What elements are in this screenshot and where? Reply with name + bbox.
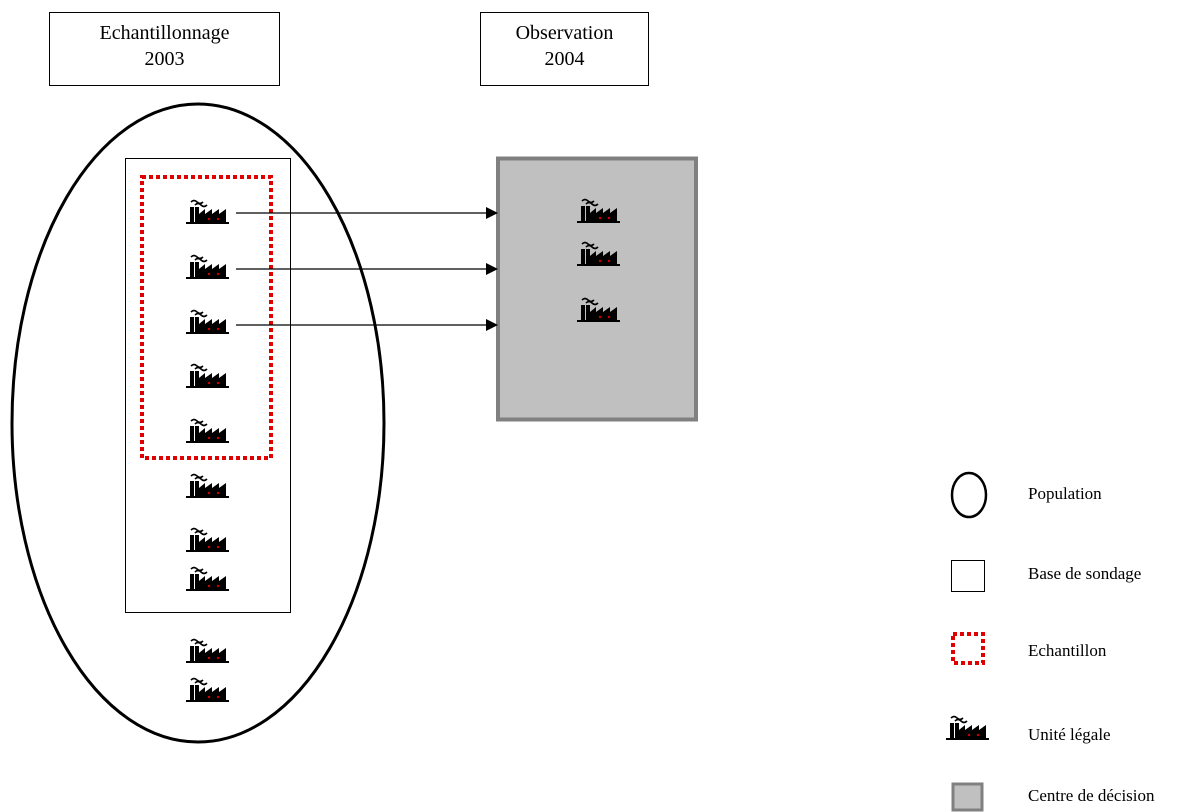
legal-unit-icon xyxy=(185,418,229,444)
legal-unit-icon xyxy=(185,638,229,664)
legal-unit-icon xyxy=(185,199,229,225)
header-observation-title: Observation xyxy=(515,22,614,44)
legal-unit-icon xyxy=(185,363,229,389)
legend-sampling-frame-icon xyxy=(951,560,985,592)
legend-population-label: Population xyxy=(1028,484,1102,503)
legend-population-icon xyxy=(950,471,988,519)
outside-units xyxy=(185,638,229,703)
legend-sampling-frame-label: Base de sondage xyxy=(1028,564,1142,583)
population-ellipse xyxy=(10,102,386,744)
legal-unit-icon xyxy=(185,254,229,280)
legend-decision-center-icon xyxy=(951,782,984,812)
header-sampling-title: Echantillonnage xyxy=(99,22,230,44)
header-observation-year: 2004 xyxy=(544,48,585,70)
header-sampling-year: 2003 xyxy=(144,48,185,70)
header-observation-2004: Observation 2004 xyxy=(480,12,649,86)
link-arrows xyxy=(236,207,498,331)
legal-unit-icon xyxy=(185,566,229,592)
legal-unit-icon xyxy=(185,309,229,335)
header-sampling-2003: Echantillonnage 2003 xyxy=(49,12,280,86)
frame-units xyxy=(185,199,229,592)
legal-unit-icon xyxy=(185,527,229,553)
sampling-frame-box xyxy=(125,158,291,613)
legend-sample-icon xyxy=(951,632,985,665)
legend-legal-unit-label: Unité légale xyxy=(1028,725,1111,744)
decision-center-box xyxy=(496,156,698,422)
legal-unit-icon xyxy=(185,473,229,499)
legend-decision-center-label: Centre de décision xyxy=(1028,786,1155,805)
legal-unit-icon xyxy=(185,677,229,703)
legend-sample-label: Echantillon xyxy=(1028,641,1107,660)
legend-legal-unit-icon xyxy=(945,715,989,741)
sample-box xyxy=(140,175,273,460)
